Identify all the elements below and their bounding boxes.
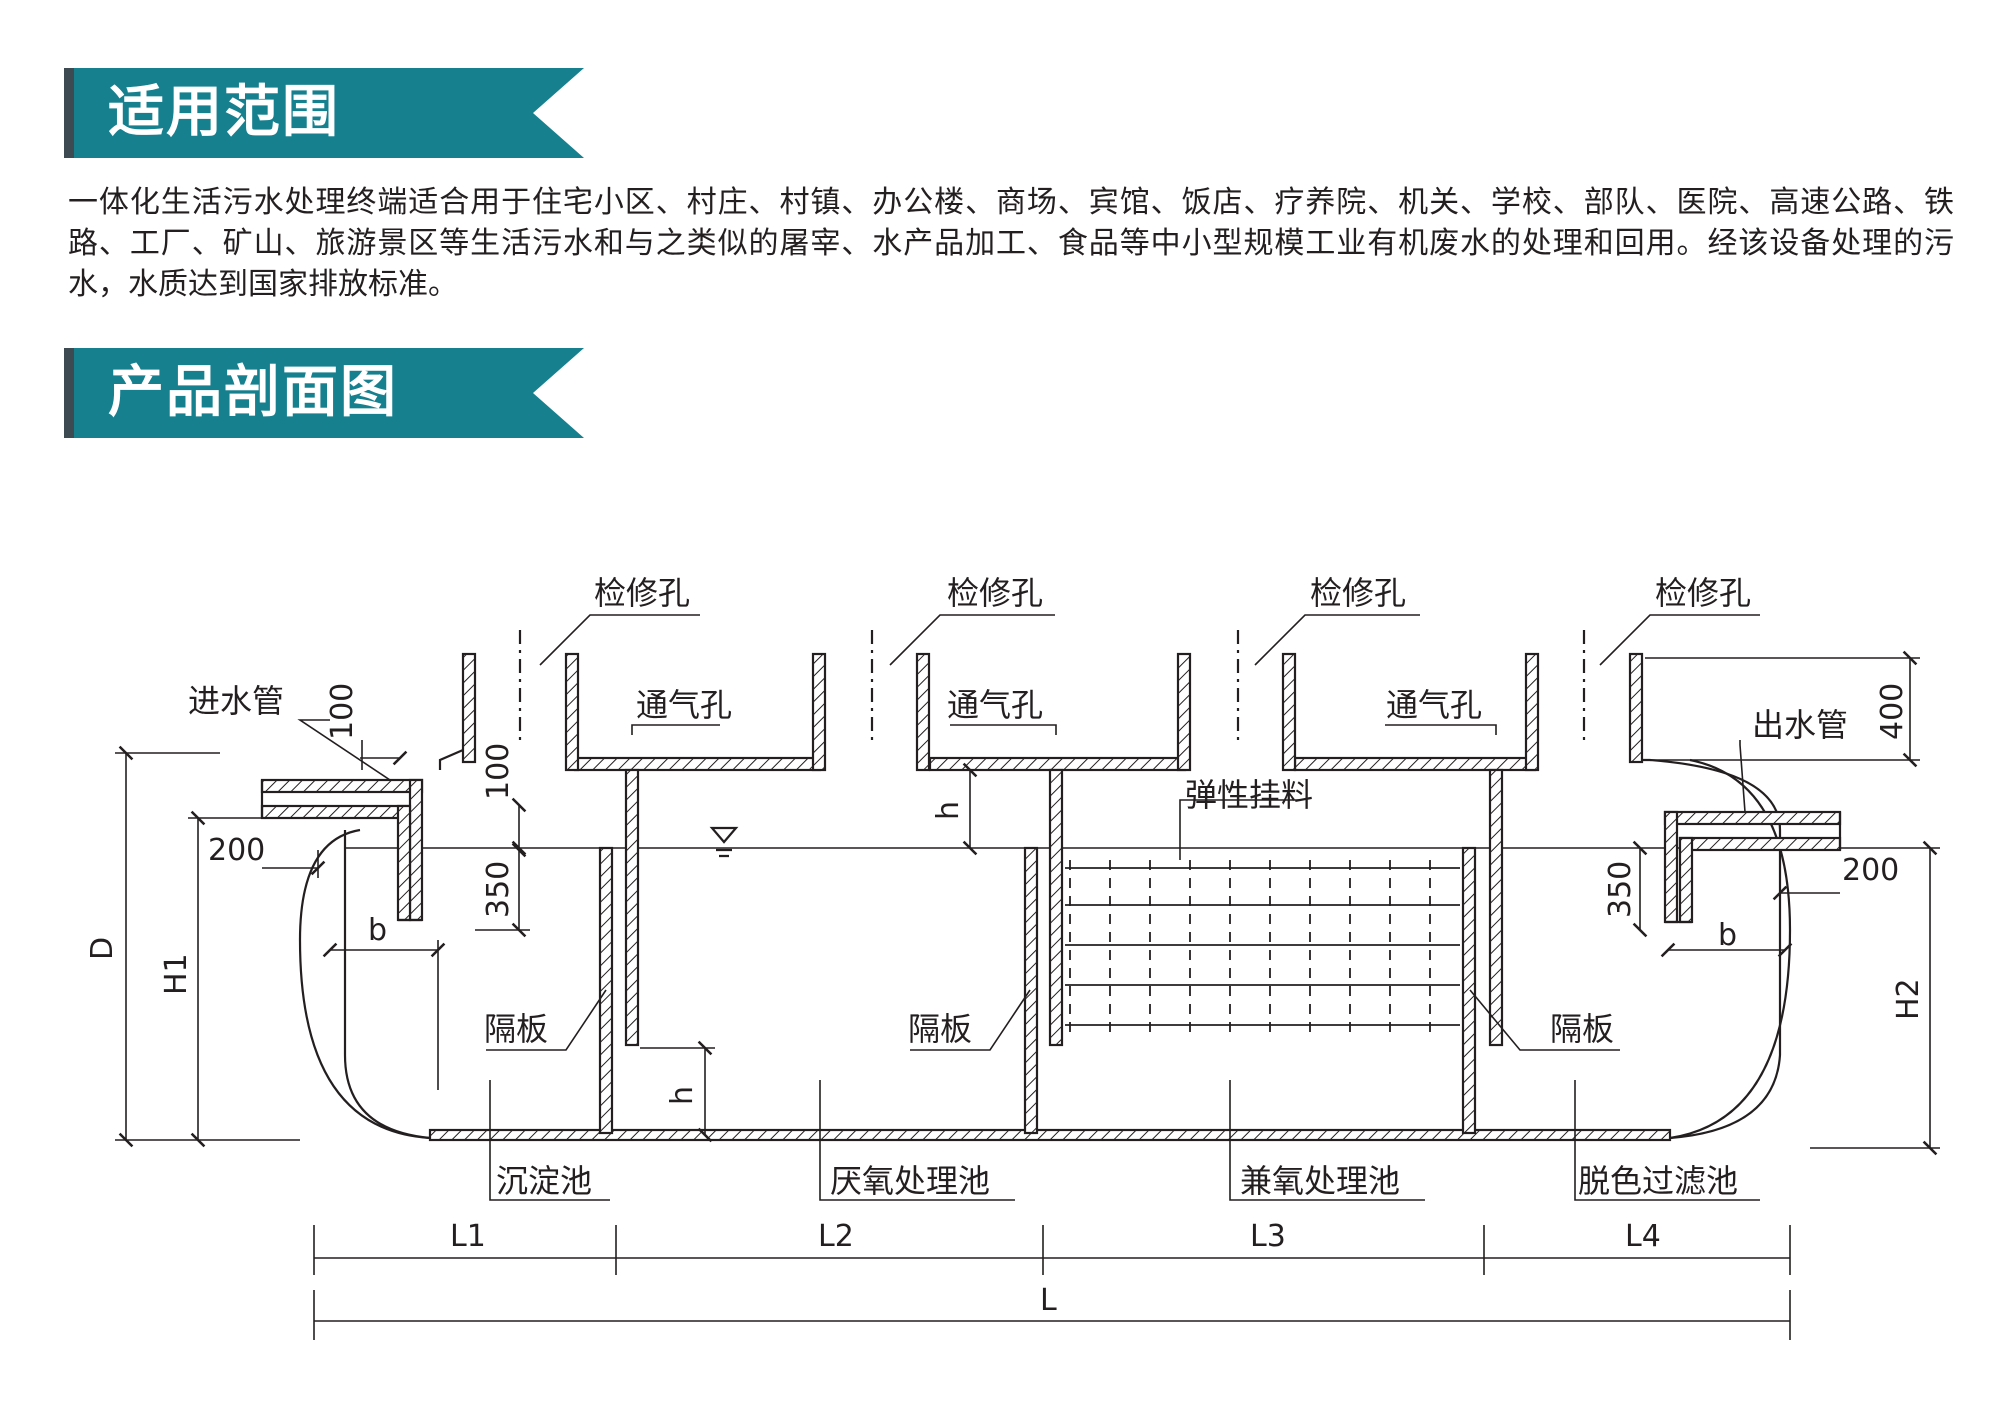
dim-350-left: 350: [481, 861, 516, 918]
dim-400: 400: [1875, 683, 1910, 740]
dim-b-left: b: [368, 913, 387, 948]
label-vent-3: 通气孔: [1386, 686, 1482, 724]
dim-H2: H2: [1891, 978, 1926, 1020]
label-anaerobic-tank: 厌氧处理池: [830, 1162, 990, 1200]
label-vent-1: 通气孔: [636, 686, 732, 724]
dim-L: L: [1040, 1283, 1057, 1318]
dim-200-right: 200: [1842, 853, 1899, 888]
label-sedimentation-tank: 沉淀池: [496, 1162, 592, 1200]
dim-100-vert: 100: [481, 743, 516, 800]
label-baffle-1: 隔板: [484, 1010, 548, 1048]
inlet-pipe: [260, 778, 424, 922]
dim-L4: L4: [1625, 1219, 1661, 1254]
dim-200-left: 200: [208, 833, 265, 868]
manhole-3: [1176, 630, 1297, 772]
dim-L2: L2: [818, 1219, 854, 1254]
scope-paragraph: 一体化生活污水处理终端适合用于住宅小区、村庄、村镇、办公楼、商场、宾馆、饭店、疗…: [68, 185, 1954, 302]
dim-h-upper: h: [931, 801, 966, 820]
roof-1: [573, 756, 822, 772]
dim-b-right: b: [1718, 918, 1737, 953]
banner-edge: [64, 348, 74, 438]
section-banner-scope: 适用范围: [64, 68, 584, 158]
banner-edge: [64, 68, 74, 158]
manhole-1: [438, 630, 580, 772]
label-vent-2: 通气孔: [947, 686, 1043, 724]
label-manhole-2: 检修孔: [947, 574, 1043, 612]
roof-2: [928, 756, 1187, 772]
label-inlet-pipe: 进水管: [188, 682, 284, 720]
label-manhole-4: 检修孔: [1655, 574, 1751, 612]
vent-baffle-3: [1488, 768, 1504, 1047]
label-baffle-2: 隔板: [908, 1010, 972, 1048]
baffle-wall-3: [1461, 846, 1477, 1135]
dim-100-top: 100: [325, 683, 360, 740]
leaders: [297, 614, 1760, 1201]
label-decolor-filter-tank: 脱色过滤池: [1578, 1162, 1738, 1200]
label-baffle-3: 隔板: [1550, 1010, 1614, 1048]
dim-D: D: [85, 937, 120, 960]
label-facultative-tank: 兼氧处理池: [1240, 1162, 1400, 1200]
tank-shell-right: [1669, 758, 1792, 1140]
section-banner-section-view: 产品剖面图: [64, 348, 584, 438]
manhole-2: [811, 630, 931, 772]
banner-body: [74, 68, 584, 158]
tank-bottom: [428, 1128, 1672, 1142]
dimensions: [115, 650, 1940, 1340]
label-manhole-3: 检修孔: [1310, 574, 1406, 612]
tank-shell: [343, 758, 1782, 1140]
baffle-wall-2: [1023, 846, 1039, 1135]
dim-H1: H1: [159, 953, 194, 995]
section-title-section-view: 产品剖面图: [108, 360, 398, 425]
water-level-symbol: [709, 826, 739, 858]
banner-body: [74, 348, 584, 438]
label-outlet-pipe: 出水管: [1752, 706, 1848, 744]
tank-shell-left: [298, 828, 431, 1140]
roof-3: [1293, 756, 1537, 772]
manhole-4: [1524, 630, 1644, 772]
dim-h-lower: h: [665, 1086, 700, 1105]
elastic-filler: [1065, 860, 1460, 1035]
outlet-pipe: [1663, 810, 1842, 924]
label-manhole-1: 检修孔: [594, 574, 690, 612]
dim-L1: L1: [450, 1219, 486, 1254]
label-elastic-filler: 弹性挂料: [1185, 776, 1313, 814]
dim-L3: L3: [1250, 1219, 1286, 1254]
vent-baffle-2: [1048, 768, 1064, 1047]
vent-baffle-1: [624, 768, 640, 1047]
section-title-scope: 适用范围: [108, 80, 340, 145]
dim-350-right: 350: [1603, 861, 1638, 918]
